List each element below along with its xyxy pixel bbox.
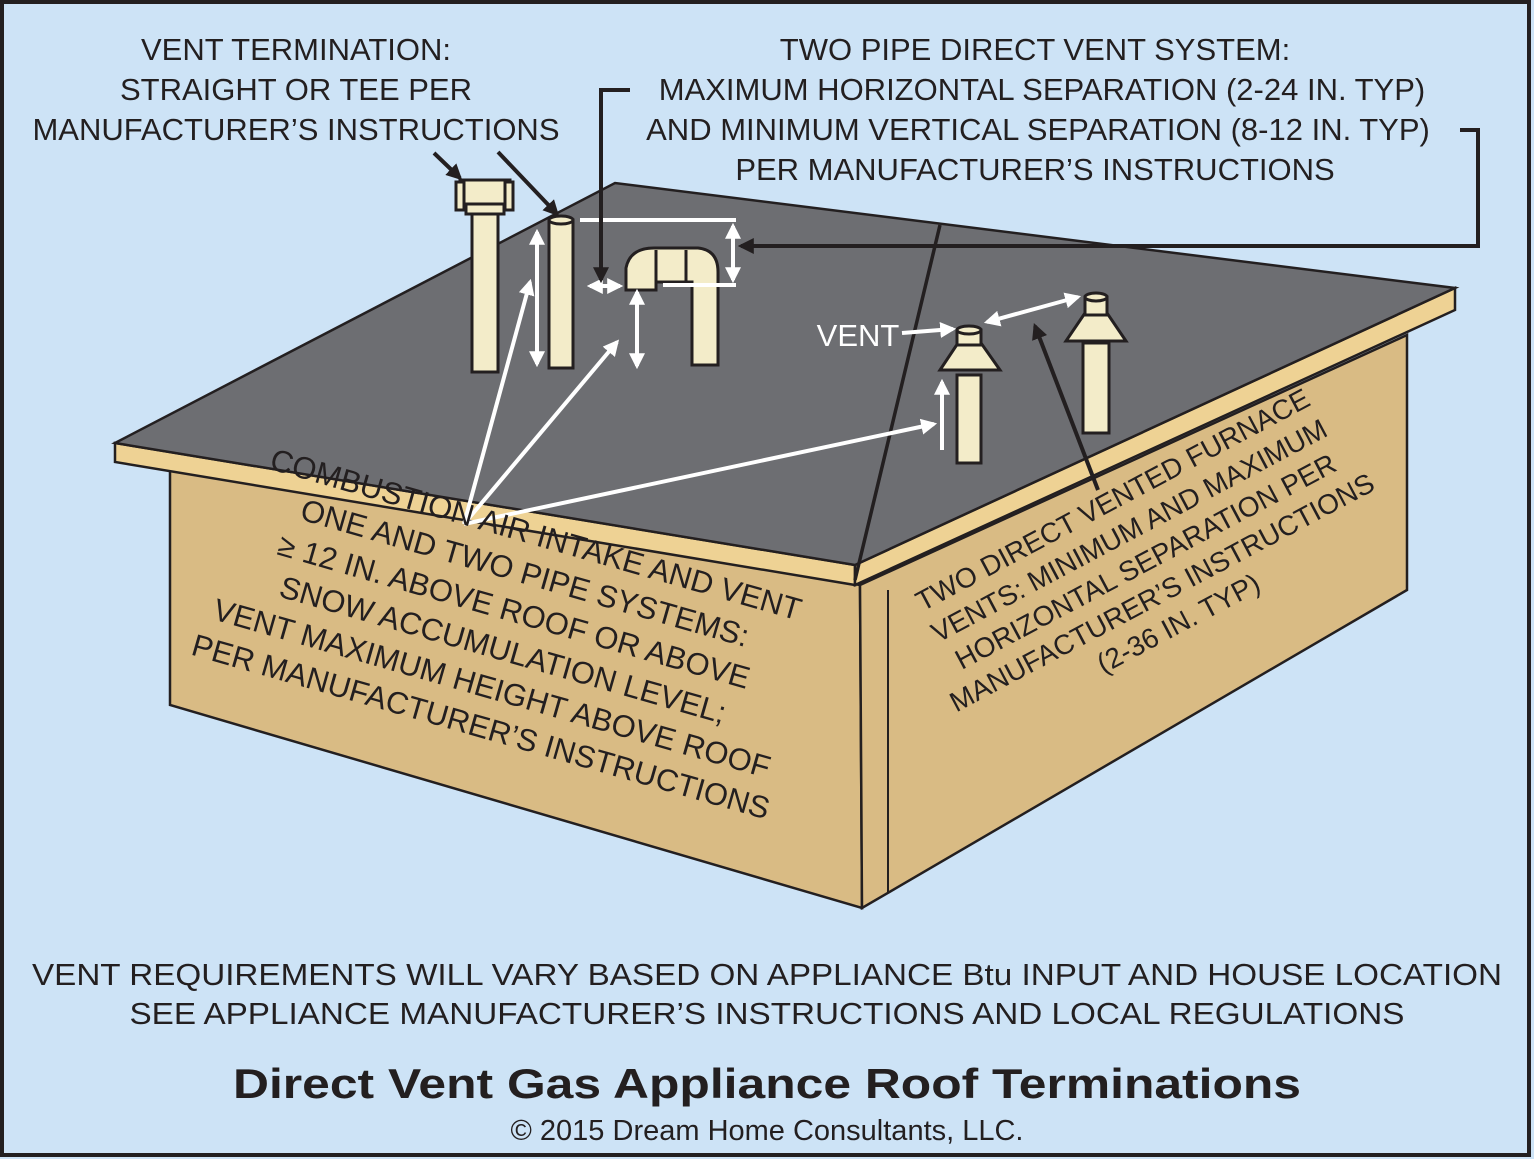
vent-termination-label: VENT TERMINATION: STRAIGHT OR TEE PER MA… — [32, 32, 559, 147]
vent-termination-line-2: STRAIGHT OR TEE PER — [120, 72, 472, 107]
footer-note-2: SEE APPLIANCE MANUFACTURER’S INSTRUCTION… — [130, 996, 1405, 1031]
roof-hip-line — [853, 224, 942, 581]
furnace-vent-1 — [937, 324, 1003, 465]
tee-vent-pipe — [454, 178, 515, 374]
vent-label: VENT — [817, 318, 900, 353]
two-pipe-line-2: MAXIMUM HORIZONTAL SEPARATION (2-24 IN. … — [659, 72, 1425, 107]
vent-termination-line-1: VENT TERMINATION: — [141, 32, 451, 67]
diagram-title: Direct Vent Gas Appliance Roof Terminati… — [233, 1060, 1301, 1107]
leader-arrows — [432, 88, 1480, 491]
straight-vent-pipe — [547, 214, 575, 370]
wall-right — [858, 333, 1409, 911]
two-pipe-line-1: TWO PIPE DIRECT VENT SYSTEM: — [780, 32, 1290, 67]
dimension-arrows — [462, 218, 1082, 526]
roof — [111, 181, 1460, 567]
vent-termination-line-3: MANUFACTURER’S INSTRUCTIONS — [32, 112, 559, 147]
two-pipe-system-label: TWO PIPE DIRECT VENT SYSTEM: MAXIMUM HOR… — [646, 32, 1430, 187]
elbow-intake-pipe — [624, 246, 720, 367]
copyright: © 2015 Dream Home Consultants, LLC. — [511, 1115, 1024, 1147]
two-pipe-line-3: AND MINIMUM VERTICAL SEPARATION (8-12 IN… — [646, 112, 1430, 147]
two-pipe-line-4: PER MANUFACTURER’S INSTRUCTIONS — [735, 152, 1334, 187]
footer-note-1: VENT REQUIREMENTS WILL VARY BASED ON APP… — [32, 957, 1502, 992]
